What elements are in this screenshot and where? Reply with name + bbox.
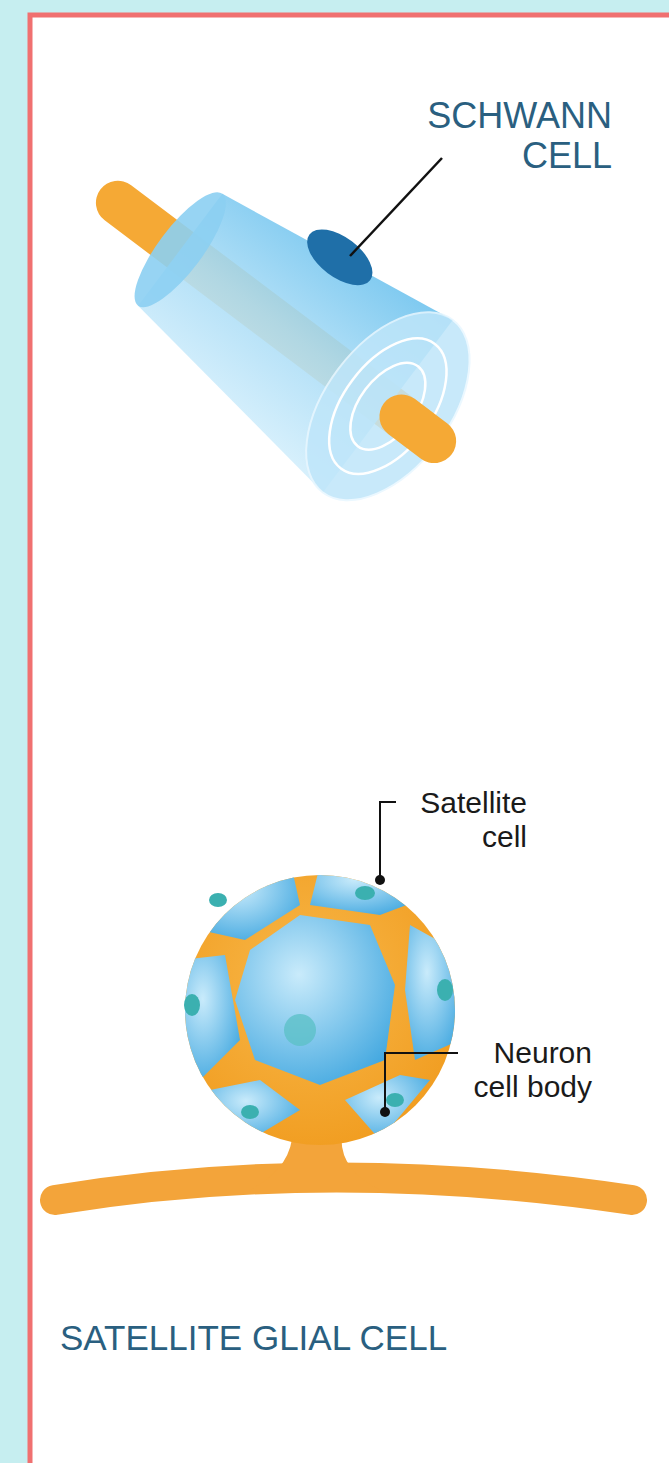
title-label: SATELLITE GLIAL CELL (60, 1318, 447, 1357)
leader-line (350, 158, 442, 256)
sheath-end (273, 283, 502, 530)
panel (30, 15, 669, 1463)
part-label: Neuron cell body (464, 1036, 592, 1103)
nucleus (297, 218, 382, 296)
title-label: SCHWANN CELL (402, 96, 612, 177)
schwann-cell-drawing (35, 102, 518, 541)
part-label: Satellite cell (402, 786, 527, 853)
satellite-cell-drawing (55, 860, 632, 1200)
leader-line (380, 802, 396, 880)
leader-line (385, 1053, 458, 1112)
